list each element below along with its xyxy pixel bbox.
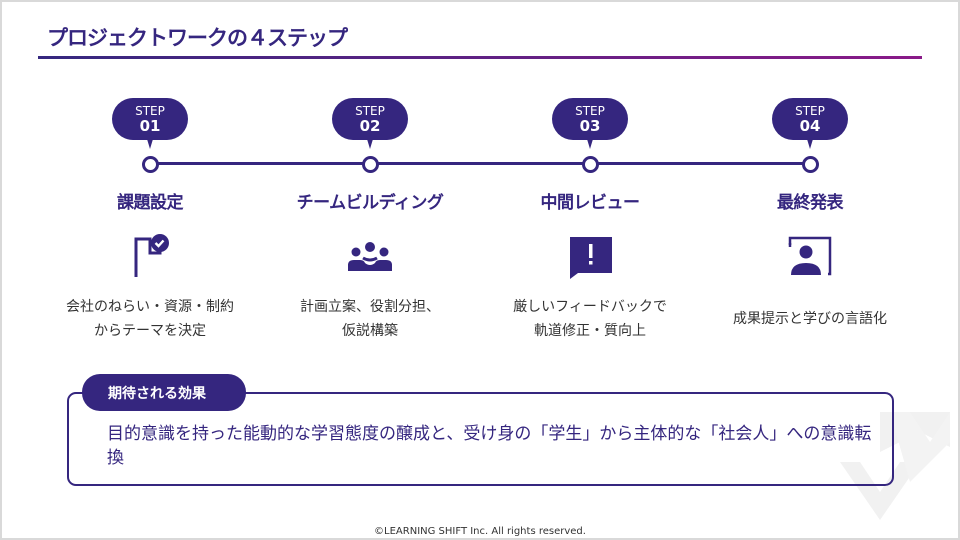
expected-effect-label: 期待される効果 [82,374,246,411]
timeline-dot [581,156,599,173]
step-description: 計画立案、役割分担、 仮説構築 [300,299,440,339]
copyright-footer: ©LEARNING SHIFT Inc. All rights reserved… [374,526,586,537]
step-title: 中間レビュー [540,193,641,213]
flag-check-icon [126,233,174,279]
step-title: 最終発表 [777,193,844,213]
timeline-dot [141,156,159,173]
page-title: プロジェクトワークの４ステップ [47,26,348,50]
timeline-dot [361,156,379,173]
step-label: STEP [355,104,385,118]
alert-comment-icon [566,233,614,279]
step-description: 会社のねらい・資源・制約 からテーマを決定 [66,299,234,339]
title-divider [38,56,922,59]
step-label: STEP [135,104,165,118]
step-number: 03 [579,117,601,135]
step-label: STEP [575,104,605,118]
step-title: チームビルディング [296,193,444,213]
expected-effect-text: 目的意識を持った能動的な学習態度の醸成と、受け身の「学生」から主体的な「社会人」… [107,424,872,468]
step-title: 課題設定 [117,193,184,213]
step-number: 02 [359,117,381,135]
timeline-dot [801,156,819,173]
step-number: 04 [799,117,821,135]
expected-effect-box [67,392,894,486]
team-icon [346,233,394,279]
step-number: 01 [139,117,161,135]
step-description: 成果提示と学びの言語化 [733,311,887,327]
chevron-watermark-icon [840,412,950,520]
step-label: STEP [795,104,825,118]
presentation-icon [786,233,834,279]
step-description: 厳しいフィードバックで 軌道修正・質向上 [513,299,667,339]
timeline-line [150,162,810,165]
